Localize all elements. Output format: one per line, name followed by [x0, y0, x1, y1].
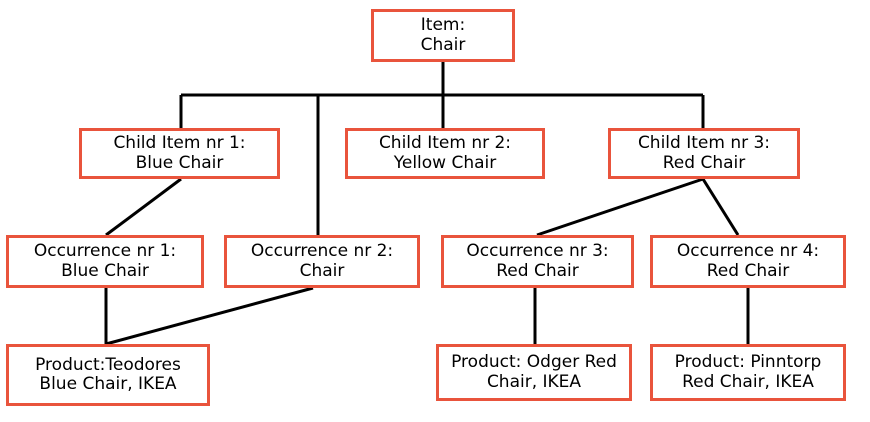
node-label-primary: Product: Pinntorp — [674, 352, 822, 373]
node-label-primary: Product: Odger Red — [451, 352, 617, 373]
node-occurrence-3[interactable]: Occurrence nr 3:Red Chair — [441, 235, 634, 288]
node-label-secondary: Red Chair — [496, 260, 579, 281]
node-label-secondary: Chair, IKEA — [486, 371, 582, 392]
node-occurrence-2[interactable]: Occurrence nr 2:Chair — [224, 235, 420, 288]
node-label-secondary: Blue Chair — [61, 260, 149, 281]
node-label-primary: Child Item nr 1: — [113, 133, 246, 154]
connector-child-1-to-occurrence-1 — [105, 177, 182, 237]
node-label-secondary: Red Chair — [706, 260, 790, 281]
node-label-secondary: Blue Chair, IKEA — [39, 374, 177, 394]
node-label-secondary: Red Chair, IKEA — [682, 371, 814, 392]
node-label-secondary: Chair — [420, 34, 466, 55]
connector-child-3-to-occurrence-3 — [536, 177, 704, 237]
connector-occurrence-2-to-product-teodores — [105, 286, 314, 346]
node-label-secondary: Blue Chair — [135, 152, 224, 173]
node-label-primary: Occurrence nr 2: — [250, 241, 394, 262]
node-label-primary: Occurrence nr 1: — [33, 241, 177, 262]
connector-child-3-to-occurrence-4 — [701, 178, 740, 236]
node-item-chair[interactable]: Item:Chair — [371, 9, 515, 62]
node-label-primary: Child Item nr 3: — [637, 133, 771, 154]
node-label-primary: Child Item nr 2: — [378, 133, 512, 154]
node-label-secondary: Yellow Chair — [393, 152, 497, 173]
node-label-primary: Occurrence nr 3: — [466, 241, 609, 262]
node-occurrence-4[interactable]: Occurrence nr 4:Red Chair — [650, 235, 846, 288]
node-child-item-3[interactable]: Child Item nr 3:Red Chair — [608, 128, 800, 179]
node-label-secondary: Red Chair — [662, 152, 746, 173]
node-child-item-1[interactable]: Child Item nr 1:Blue Chair — [79, 128, 280, 179]
node-child-item-2[interactable]: Child Item nr 2:Yellow Chair — [345, 128, 545, 179]
node-label-primary: Occurrence nr 4: — [676, 241, 820, 262]
node-label-primary: Product:Teodores — [35, 354, 181, 375]
node-occurrence-1[interactable]: Occurrence nr 1:Blue Chair — [6, 235, 204, 288]
node-label-primary: Item: — [420, 15, 466, 36]
node-label-secondary: Chair — [299, 260, 345, 281]
